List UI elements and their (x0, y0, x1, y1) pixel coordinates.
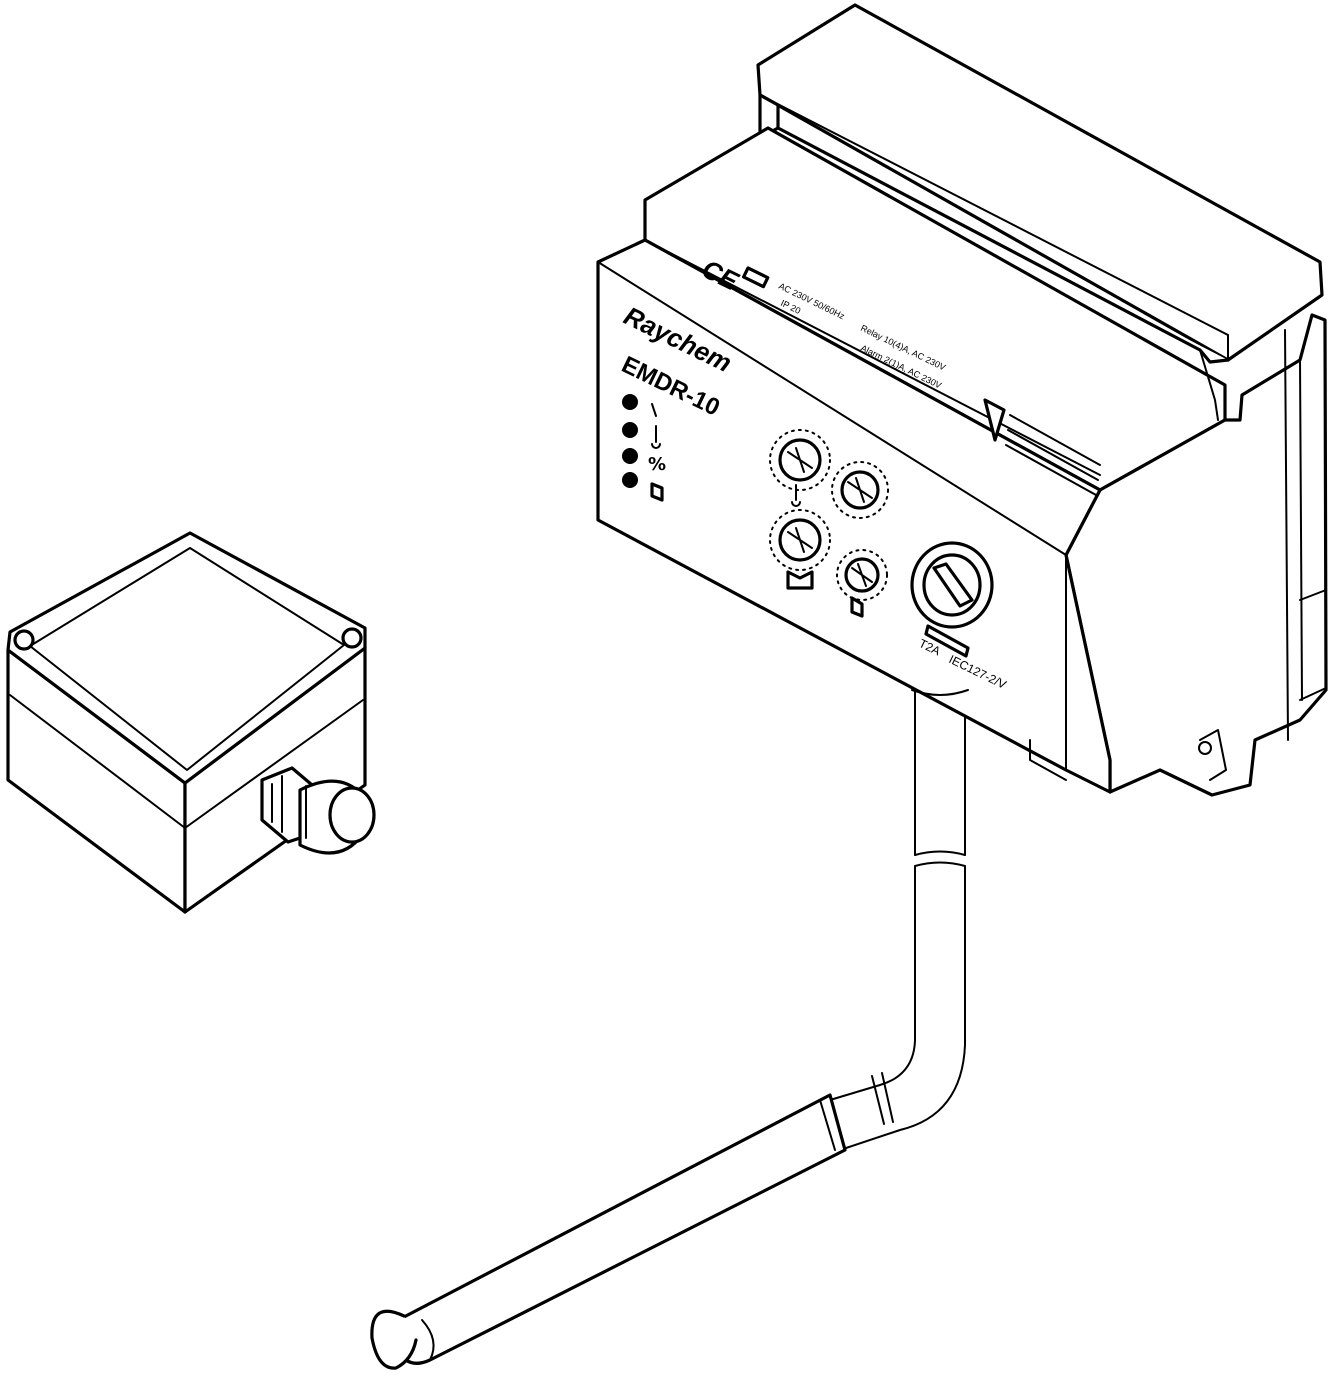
humidity-icon: % (648, 454, 666, 475)
temperature-dial[interactable] (769, 429, 831, 507)
fuse-symbol-icon (924, 624, 970, 658)
warning-triangle-icon (983, 398, 1006, 442)
cable-entry (911, 689, 969, 696)
indicator-led (622, 448, 638, 464)
controller-unit (596, 3, 1328, 797)
junction-box (6, 531, 376, 914)
screw-slot-icon[interactable] (932, 562, 974, 608)
test-dial[interactable] (769, 509, 831, 590)
thermometer-icon (791, 484, 801, 507)
heater-icon (786, 570, 814, 590)
indicator-led (622, 422, 638, 438)
thermometer-icon (651, 425, 661, 449)
indicator-led (622, 472, 638, 488)
time-dial[interactable] (836, 549, 888, 618)
cable-gland-icon (260, 766, 376, 855)
humidity-dial[interactable] (831, 461, 889, 519)
heater-icon (650, 482, 664, 502)
rating-plate-icon (742, 266, 770, 289)
temperature-sensor-probe (370, 1093, 847, 1370)
status-indicators: % (622, 394, 666, 502)
lid-screw-icon (341, 627, 363, 649)
sensor-cable (829, 689, 966, 1151)
power-icon (651, 403, 657, 417)
lid-screw-icon (13, 629, 35, 651)
heater-icon (850, 596, 864, 618)
indicator-led (622, 394, 638, 410)
